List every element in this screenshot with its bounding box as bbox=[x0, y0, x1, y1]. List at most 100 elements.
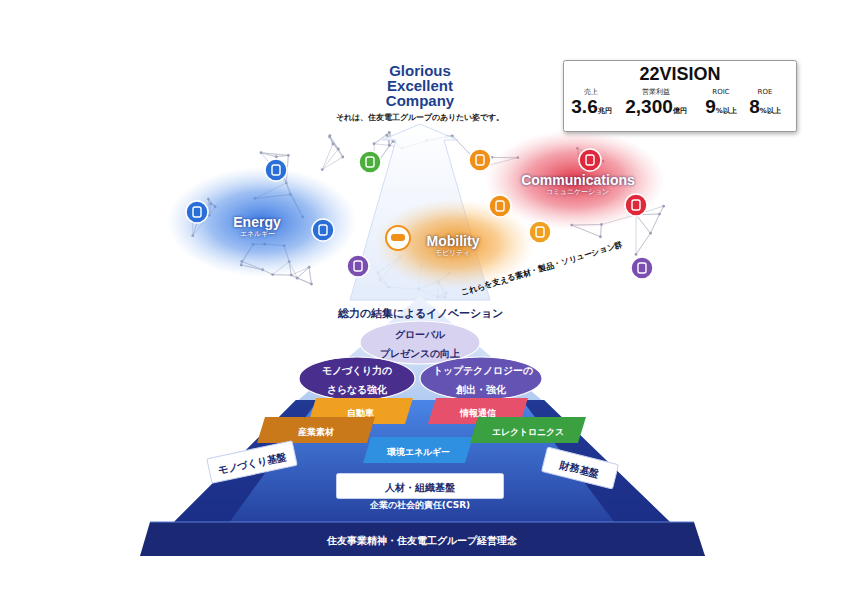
box-outline bbox=[542, 447, 619, 489]
node-label: グローバル プレゼンスの向上 bbox=[380, 329, 460, 359]
node-text: Mobilityモビリティ bbox=[427, 233, 480, 258]
text-node: Communicationsコミュニケーション bbox=[514, 169, 642, 200]
node-label: モノづくり力の さらなる強化 bbox=[322, 365, 392, 395]
free-label: 企業の社会的責任(CSR) bbox=[370, 499, 470, 512]
mesh-dot bbox=[337, 148, 340, 151]
icon-glyph bbox=[632, 200, 640, 210]
node-label: 兆円 bbox=[598, 107, 612, 115]
label-box: 人材・組織基盤 bbox=[336, 473, 504, 499]
free-label: 総力の結集によるイノベーション bbox=[338, 306, 503, 321]
mesh-line bbox=[330, 137, 339, 149]
mesh-line bbox=[322, 144, 333, 170]
node-label: モビリティ bbox=[427, 249, 480, 257]
mesh-dot bbox=[287, 154, 290, 157]
mesh-dot bbox=[341, 156, 344, 159]
icon-glyph bbox=[193, 207, 201, 217]
node-label: Energy bbox=[233, 214, 280, 231]
mesh-line bbox=[636, 215, 637, 255]
node-label: 営業利益 bbox=[625, 88, 687, 96]
node-text: Energyエネルギー bbox=[233, 214, 280, 239]
icon-glyph bbox=[476, 155, 484, 165]
node-text: グローバル プレゼンスの向上 bbox=[374, 323, 466, 361]
node-label: ROIC bbox=[705, 88, 737, 96]
mesh-dot bbox=[599, 235, 602, 238]
business-segment: 環境エネルギー bbox=[363, 437, 473, 463]
car-glyph bbox=[391, 234, 405, 241]
node-label: 3.6 bbox=[571, 96, 597, 117]
icon-glyph bbox=[319, 225, 327, 235]
icon-glyph bbox=[272, 165, 280, 175]
icon-glyph bbox=[354, 261, 362, 271]
strategy-ellipse: モノづくり力の さらなる強化 bbox=[298, 356, 416, 401]
mesh-line bbox=[297, 278, 311, 284]
icon-circle bbox=[469, 149, 491, 171]
mesh-line bbox=[650, 214, 659, 233]
node-label: エレクトロニクス bbox=[492, 427, 564, 437]
icon-circle bbox=[529, 221, 551, 243]
metric: 売上3.6兆円 bbox=[571, 88, 612, 119]
mesh-line bbox=[291, 275, 311, 284]
mesh-line bbox=[636, 233, 650, 254]
node-text: Communicationsコミュニケーション bbox=[521, 172, 635, 197]
icon-circle bbox=[631, 257, 653, 279]
mesh-dot bbox=[260, 151, 263, 154]
icon-circle bbox=[625, 194, 647, 216]
node-label: 人材・組織基盤 bbox=[385, 482, 455, 493]
node-text: 住友事業精神・住友電工グループ経営理念 bbox=[327, 529, 517, 548]
mesh-line bbox=[261, 153, 288, 156]
text-node: 住友事業精神・住友電工グループ経営理念 bbox=[320, 526, 524, 552]
mesh-line bbox=[650, 214, 659, 233]
icon-circle bbox=[579, 149, 601, 171]
node-label: 産業素材 bbox=[298, 427, 334, 437]
node-text: 22VISION bbox=[639, 64, 720, 86]
node-label: %以上 bbox=[716, 107, 737, 115]
box-outline bbox=[337, 474, 504, 499]
communications-glow bbox=[485, 130, 665, 230]
mesh-line bbox=[322, 149, 338, 170]
strategy-ellipse: トップテクノロジーの 創出・強化 bbox=[419, 356, 543, 401]
node-text: 産業素材 bbox=[298, 420, 334, 439]
icon-circle bbox=[347, 255, 369, 277]
pyramid-top bbox=[296, 296, 544, 402]
base-edge bbox=[150, 522, 694, 523]
energy-glow bbox=[167, 167, 357, 277]
mesh-dot bbox=[275, 155, 278, 158]
icon-glyph bbox=[638, 263, 646, 273]
node-text: トップテクノロジーの 創出・強化 bbox=[433, 359, 529, 397]
mesh-dot bbox=[328, 135, 331, 138]
node-label: 情報通信 bbox=[460, 408, 496, 418]
caption: それは、住友電工グループのありたい姿です。 bbox=[336, 112, 504, 123]
text-node: Energyエネルギー bbox=[226, 211, 288, 242]
node-text: 売上3.6兆円 bbox=[571, 88, 611, 119]
mesh-dot bbox=[373, 142, 376, 145]
node-text: ROE8%以上 bbox=[749, 88, 781, 119]
mesh-line bbox=[636, 215, 650, 233]
mesh-dot bbox=[310, 283, 313, 286]
mesh-dot bbox=[662, 205, 665, 208]
mesh-line bbox=[276, 155, 288, 156]
node-label: 9 bbox=[705, 96, 716, 117]
base-band bbox=[140, 522, 705, 556]
business-segment: エレクトロニクス bbox=[470, 417, 586, 443]
node-label: コミュニケーション bbox=[521, 188, 635, 196]
ellipse-outline bbox=[299, 357, 415, 400]
mesh-line bbox=[330, 136, 338, 149]
icon-circle bbox=[186, 201, 208, 223]
mesh-dot bbox=[321, 168, 324, 171]
mesh-dot bbox=[649, 232, 652, 235]
mesh-line bbox=[330, 137, 339, 149]
node-label: Mobility bbox=[427, 233, 480, 250]
node-label: 住友事業精神・住友電工グループ経営理念 bbox=[327, 535, 517, 546]
mesh-dot bbox=[635, 253, 638, 256]
node-label: %以上 bbox=[760, 107, 781, 115]
mesh-line bbox=[636, 233, 650, 254]
title: Glorious Excellent Company bbox=[365, 63, 475, 108]
mesh-dot bbox=[658, 213, 661, 216]
text-node: Mobilityモビリティ bbox=[420, 230, 487, 261]
icon-circle bbox=[265, 159, 287, 181]
icon-glyph bbox=[586, 155, 594, 165]
node-label: 環境エネルギー bbox=[387, 447, 450, 457]
mesh-line bbox=[374, 144, 389, 146]
mesh-dot bbox=[332, 143, 335, 146]
icon-glyph bbox=[496, 201, 504, 211]
